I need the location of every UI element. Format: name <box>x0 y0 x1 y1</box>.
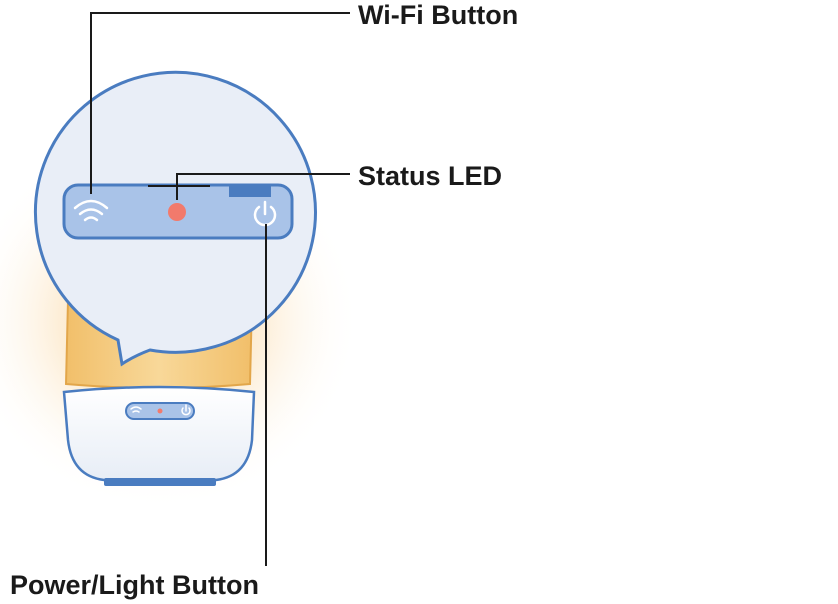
mini-wifi-icon <box>130 406 142 413</box>
leader-line-wifi <box>90 12 350 194</box>
power-button-housing <box>229 185 271 197</box>
status-led-label: Status LED <box>358 161 503 191</box>
device-base <box>62 385 256 482</box>
status-led <box>168 203 186 221</box>
wifi-icon[interactable] <box>73 199 109 222</box>
power-light-button-label: Power/Light Button <box>10 570 259 600</box>
leader-lines <box>90 12 350 566</box>
wifi-button-label: Wi-Fi Button <box>358 0 519 30</box>
mini-status-led <box>157 408 163 414</box>
device-foot <box>104 478 216 486</box>
leader-line-status <box>176 173 350 200</box>
mini-power-icon <box>181 404 191 416</box>
